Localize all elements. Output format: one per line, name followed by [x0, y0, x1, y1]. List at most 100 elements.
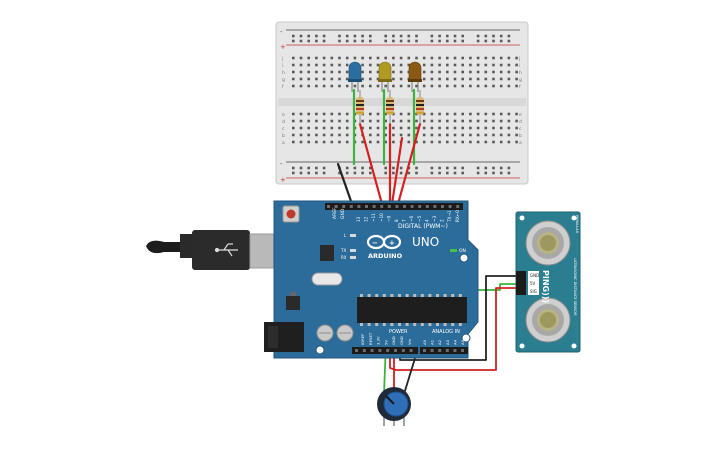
- led-orange[interactable]: [408, 61, 422, 92]
- header-pin[interactable]: [365, 205, 368, 208]
- header-pin[interactable]: [423, 349, 426, 352]
- terminal-hole: [315, 84, 318, 88]
- header-pin[interactable]: [362, 349, 366, 352]
- wire-gnd-rail[interactable]: [336, 162, 354, 206]
- chip-pin: [428, 294, 432, 297]
- terminal-hole: [369, 70, 372, 74]
- terminal-hole: [322, 70, 326, 74]
- header-pin[interactable]: [445, 349, 449, 352]
- header-pin[interactable]: [433, 205, 437, 208]
- header-pin[interactable]: [403, 205, 406, 208]
- led-l-label: L: [344, 233, 347, 238]
- terminal-hole: [330, 112, 334, 116]
- chip-pin: [443, 323, 447, 326]
- led-blue[interactable]: [348, 61, 362, 92]
- power-pin-label: GND: [391, 336, 396, 345]
- terminal-hole: [299, 77, 303, 81]
- potentiometer-knob[interactable]: [383, 391, 409, 417]
- terminal-hole: [461, 77, 464, 81]
- terminal-hole: [438, 126, 441, 130]
- rail-hole: [338, 171, 341, 175]
- header-pin[interactable]: [387, 205, 391, 208]
- header-pin[interactable]: [327, 205, 330, 208]
- ultrasonic-sensor[interactable]: GND 5V SIG PING))) ULTRASONIC DISTANCE S…: [515, 211, 581, 353]
- led-yellow[interactable]: [378, 61, 392, 92]
- terminal-hole: [461, 84, 464, 88]
- rail-hole: [461, 34, 464, 38]
- terminal-hole: [484, 70, 488, 74]
- terminal-hole: [299, 112, 303, 116]
- wire-res-extra[interactable]: [390, 136, 404, 206]
- header-pin[interactable]: [438, 349, 442, 352]
- resistor-2[interactable]: [386, 90, 394, 124]
- terminal-hole: [361, 126, 364, 130]
- digital-header-label: DIGITAL (PWM~): [398, 223, 448, 230]
- header-pin[interactable]: [355, 349, 358, 352]
- rail-hole: [484, 166, 488, 170]
- header-pin[interactable]: [430, 349, 434, 352]
- chip-pin: [398, 323, 401, 326]
- rail-hole: [345, 39, 349, 43]
- header-pin[interactable]: [349, 205, 353, 208]
- header-pin[interactable]: [370, 349, 374, 352]
- header-pin[interactable]: [372, 205, 376, 208]
- digital-pin-label: 4: [424, 219, 429, 222]
- terminal-hole: [476, 77, 480, 81]
- header-pin[interactable]: [334, 205, 338, 208]
- header-pin[interactable]: [342, 205, 346, 208]
- terminal-hole: [322, 133, 326, 137]
- rail-hole: [392, 34, 395, 38]
- header-pin[interactable]: [410, 205, 414, 208]
- rail-hole: [476, 34, 480, 38]
- crystal-oscillator: [311, 272, 343, 286]
- power-pin-label: 5V: [383, 340, 388, 345]
- terminal-hole: [299, 140, 303, 144]
- terminal-hole: [507, 119, 511, 123]
- resistor-1[interactable]: [356, 90, 364, 124]
- header-pin[interactable]: [357, 205, 361, 208]
- terminal-hole: [446, 119, 449, 123]
- reset-button-cap[interactable]: [286, 209, 296, 219]
- terminal-hole: [345, 126, 349, 130]
- header-pin[interactable]: [378, 349, 382, 352]
- terminal-hole: [392, 77, 395, 81]
- header-pin[interactable]: [380, 205, 384, 208]
- rail-hole: [492, 39, 495, 43]
- header-pin[interactable]: [409, 349, 413, 352]
- terminal-hole: [345, 133, 349, 137]
- terminal-hole: [376, 140, 380, 144]
- resistor-3[interactable]: [416, 90, 424, 124]
- digital-header: [325, 203, 463, 210]
- header-pin[interactable]: [418, 205, 422, 208]
- wire-sensor-5v[interactable]: [389, 287, 517, 371]
- header-pin[interactable]: [448, 205, 452, 208]
- row-letter-left: j: [281, 56, 283, 62]
- header-pin[interactable]: [441, 205, 444, 208]
- header-pin[interactable]: [456, 205, 460, 208]
- header-pin[interactable]: [461, 349, 464, 352]
- wire-res3-pin[interactable]: [396, 122, 422, 206]
- rail-hole: [338, 39, 341, 43]
- header-pin[interactable]: [395, 205, 399, 208]
- wire-res1-pin[interactable]: [358, 122, 384, 206]
- terminal-hole: [392, 112, 395, 116]
- header-pin[interactable]: [425, 205, 429, 208]
- svg-text:−: −: [372, 239, 378, 247]
- rail-hole: [307, 39, 310, 43]
- rail-hole: [369, 171, 372, 175]
- analog-pin-label: A2: [437, 339, 442, 345]
- terminal-hole: [422, 126, 426, 130]
- header-pin[interactable]: [386, 349, 390, 352]
- terminal-hole: [515, 126, 518, 130]
- terminal-hole: [484, 140, 488, 144]
- row-letter-right: d: [519, 119, 522, 125]
- arduino-logo: − +: [366, 234, 402, 250]
- rail-hole: [369, 34, 372, 38]
- header-pin[interactable]: [401, 349, 405, 352]
- terminal-hole: [322, 56, 326, 60]
- terminal-hole: [461, 63, 464, 67]
- header-pin[interactable]: [394, 349, 397, 352]
- header-pin[interactable]: [453, 349, 457, 352]
- potentiometer[interactable]: [377, 387, 411, 426]
